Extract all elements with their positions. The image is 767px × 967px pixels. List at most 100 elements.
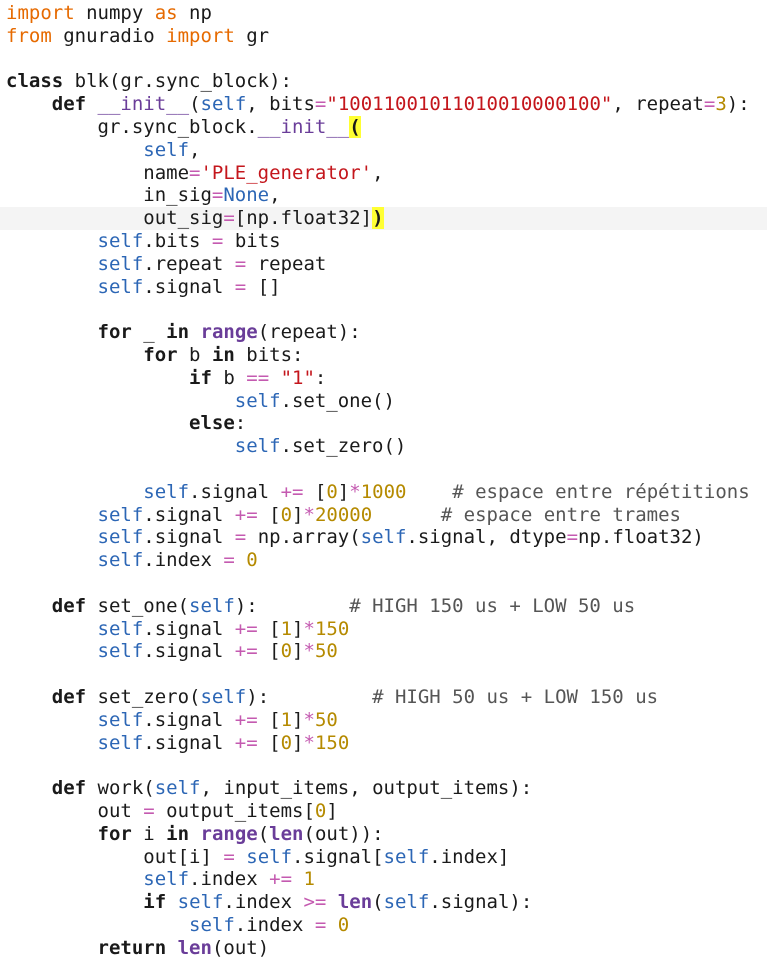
code-text: out_sig (6, 207, 224, 230)
self-token: self (154, 777, 201, 800)
code-line[interactable]: self.index = 0 (6, 914, 349, 937)
code-text (6, 139, 143, 161)
code-text: work( (86, 777, 155, 800)
import-keyword: import (166, 24, 235, 47)
import-keyword: from (6, 24, 52, 47)
code-text: [np.float32] (234, 207, 373, 230)
code-line[interactable]: else: (6, 412, 246, 435)
operator: = (314, 914, 327, 936)
code-text: gr.sync_block. (6, 116, 258, 138)
keyword: return (97, 936, 167, 959)
code-line[interactable]: in_sig=None, (6, 184, 280, 207)
code-line[interactable]: def __init__(self, bits="100110010110100… (6, 93, 750, 116)
code-text: ): (246, 686, 373, 708)
code-text: : (314, 366, 327, 389)
self-token: self (97, 640, 144, 663)
self-token: self (200, 686, 247, 708)
code-line[interactable]: self.set_one() (6, 390, 395, 413)
code-text (189, 321, 200, 343)
operator: = (234, 252, 247, 275)
self-token: self (383, 891, 430, 914)
code-text (269, 367, 280, 389)
matched-bracket: ) (372, 207, 384, 230)
code-line[interactable]: for i in range(len(out)): (6, 823, 384, 846)
code-text (6, 937, 98, 959)
code-line[interactable]: import numpy as np (6, 2, 212, 25)
code-line[interactable]: self.bits = bits (6, 230, 281, 253)
dunder-method: __init__ (257, 116, 350, 138)
code-line[interactable]: self.signal = [] (6, 276, 281, 299)
number-literal: 0 (246, 549, 258, 572)
code-line[interactable]: for _ in range(repeat): (6, 321, 361, 344)
code-line[interactable]: def set_one(self): # HIGH 150 us + LOW 5… (6, 595, 635, 618)
code-text: ] (337, 480, 350, 503)
code-text: gr (234, 24, 270, 47)
code-text (6, 435, 235, 457)
code-text: (repeat): (257, 321, 361, 344)
code-text: out[i] (6, 845, 224, 868)
code-line[interactable]: gr.sync_block.__init__( (6, 116, 361, 139)
code-line[interactable]: def work(self, input_items, output_items… (6, 777, 532, 800)
code-text (189, 823, 200, 845)
code-line[interactable]: def set_zero(self): # HIGH 50 us + LOW 1… (6, 686, 658, 709)
code-text (406, 481, 452, 503)
code-line[interactable]: out[i] = self.signal[self.index] (6, 846, 509, 869)
code-text: [ (303, 480, 327, 503)
code-text: .index (223, 891, 304, 914)
code-line[interactable]: self.signal += [1]*50 (6, 709, 338, 732)
code-line[interactable]: name='PLE_generator', (6, 161, 383, 185)
code-line[interactable]: out_sig=[np.float32]) (6, 207, 384, 230)
self-token: self (97, 252, 144, 275)
code-line[interactable]: self, (6, 139, 200, 162)
code-text (86, 93, 97, 115)
self-token: self (97, 708, 144, 731)
self-token: self (97, 549, 144, 572)
number-literal: 20000 (314, 503, 373, 526)
keyword: for (143, 344, 178, 366)
code-text (6, 686, 52, 708)
code-text: ( (189, 93, 201, 116)
code-line[interactable]: return len(out) (6, 936, 270, 960)
code-line[interactable]: self.signal = np.array(self.signal, dtyp… (6, 526, 704, 549)
code-text: name (6, 161, 190, 184)
code-text: .signal (143, 617, 235, 640)
code-comment: # espace entre répétitions (452, 480, 750, 503)
code-text (6, 618, 98, 640)
code-line[interactable]: from gnuradio import gr (6, 25, 269, 48)
code-text: ): (234, 594, 350, 617)
code-text: ] (292, 731, 304, 754)
self-token: self (189, 594, 235, 617)
code-text (6, 732, 98, 754)
code-line[interactable]: self.index += 1 (6, 868, 315, 891)
code-text: out (6, 800, 144, 822)
keyword: else (189, 412, 235, 435)
self-token: self (97, 617, 144, 640)
code-line[interactable]: self.signal += [1]*150 (6, 617, 350, 641)
code-text (6, 777, 52, 799)
code-line[interactable]: self.signal += [0]*150 (6, 731, 350, 755)
operator: += (269, 868, 293, 891)
code-line[interactable]: self.signal += [0]*1000 # espace entre r… (6, 480, 750, 504)
code-line[interactable]: class blk(gr.sync_block): (6, 70, 292, 93)
code-text: ): (726, 93, 750, 116)
code-line[interactable]: self.signal += [0]*50 (6, 640, 338, 663)
code-line[interactable]: self.index = 0 (6, 549, 258, 572)
code-line[interactable]: out = output_items[0] (6, 800, 338, 823)
code-line[interactable]: self.set_zero() (6, 435, 407, 458)
code-text (6, 549, 98, 571)
code-line[interactable]: self.repeat = repeat (6, 252, 327, 276)
code-text: .repeat (143, 252, 235, 275)
code-line[interactable]: for b in bits: (6, 344, 303, 367)
self-token: self (143, 868, 190, 891)
code-line[interactable]: if self.index >= len(self.signal): (6, 891, 532, 914)
code-text: , repeat (612, 93, 704, 116)
keyword: def (51, 93, 87, 116)
code-line[interactable]: self.signal += [0]*20000 # espace entre … (6, 504, 681, 527)
code-text (6, 276, 98, 298)
code-text: .index (234, 914, 315, 936)
operator: = (211, 230, 224, 252)
code-line[interactable]: if b == "1": (6, 367, 326, 390)
operator: = (223, 549, 235, 572)
code-text (6, 640, 98, 662)
